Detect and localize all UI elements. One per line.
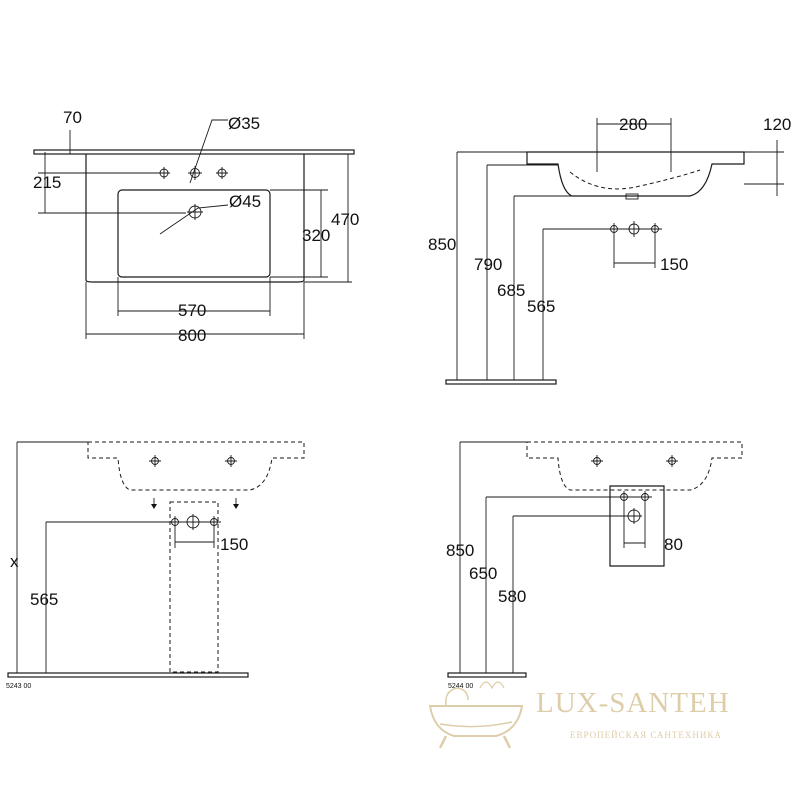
basin-outline-top <box>85 154 305 283</box>
top-view: 70 Ø35 215 Ø45 320 470 570 800 <box>33 108 359 345</box>
dim-215: 215 <box>33 173 61 192</box>
dim-570: 570 <box>178 301 206 320</box>
basin-outline-dashed <box>87 441 305 491</box>
wall-strip <box>33 149 355 155</box>
basin-side-profile <box>526 151 745 197</box>
dim-850-side: 850 <box>428 235 456 254</box>
pedestal-outline <box>169 501 219 673</box>
semi-pedestal-view: 80 850 650 580 5244 00 <box>446 441 743 690</box>
floor-strip-semi <box>447 672 527 678</box>
dim-x: x <box>10 552 19 571</box>
product-code-5243: 5243 00 <box>6 683 31 690</box>
dim-790: 790 <box>474 255 502 274</box>
semi-pedestal-outline <box>609 485 665 567</box>
dim-800: 800 <box>178 326 206 345</box>
dim-280: 280 <box>619 115 647 134</box>
dim-150-side: 150 <box>660 255 688 274</box>
dim-120: 120 <box>763 115 791 134</box>
basin-outline-dashed-semi <box>526 441 743 491</box>
dim-320: 320 <box>302 226 330 245</box>
dim-470: 470 <box>331 210 359 229</box>
bowl-outline <box>117 189 271 278</box>
pedestal-view: 150 x 565 5243 00 <box>6 441 305 690</box>
dim-565-side: 565 <box>527 297 555 316</box>
dim-580: 580 <box>498 587 526 606</box>
dim-tap-hole-diameter: Ø35 <box>228 114 260 133</box>
dim-650: 650 <box>469 564 497 583</box>
dim-685: 685 <box>497 281 525 300</box>
watermark: LUX-SANTEH ЕВРОПЕЙСКАЯ САНТЕХНИКА <box>428 681 730 749</box>
brand-name: LUX-SANTEH <box>536 687 730 719</box>
dim-850-semi: 850 <box>446 541 474 560</box>
dim-70: 70 <box>63 108 82 127</box>
product-code-5244: 5244 00 <box>448 683 473 690</box>
dim-150-pedestal: 150 <box>220 535 248 554</box>
dim-565-pedestal: 565 <box>30 590 58 609</box>
floor-strip-pedestal <box>7 672 249 678</box>
side-view: 280 120 850 790 685 565 150 <box>428 115 791 385</box>
bathtub-logo-icon <box>428 681 524 749</box>
dim-80: 80 <box>664 535 683 554</box>
floor-strip-side <box>445 379 557 385</box>
dim-drain-diameter: Ø45 <box>229 192 261 211</box>
brand-tagline: ЕВРОПЕЙСКАЯ САНТЕХНИКА <box>570 730 722 740</box>
